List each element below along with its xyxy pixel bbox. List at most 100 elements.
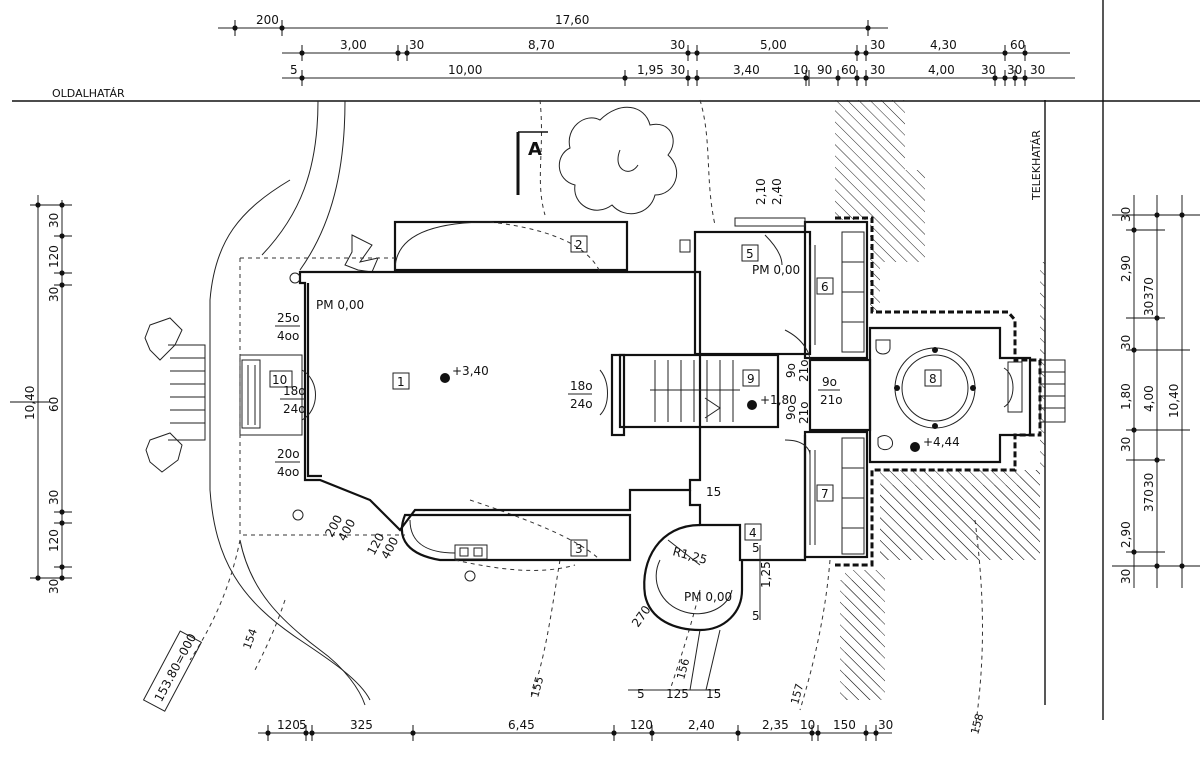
dim-top-340: 3,40 bbox=[733, 63, 760, 77]
dim-top-60: 60 bbox=[1010, 38, 1025, 52]
dim-top-30c: 30 bbox=[870, 38, 885, 52]
top-dimension-labels: 200 17,60 3,00 30 8,70 30 5,00 30 4,30 6… bbox=[256, 13, 1045, 77]
opening-c-w: 20o bbox=[277, 447, 300, 461]
dim-top-1000: 10,00 bbox=[448, 63, 482, 77]
opening-c-h: 4oo bbox=[277, 465, 299, 479]
right-dimension-chains bbox=[1112, 195, 1200, 588]
tree-icon bbox=[558, 106, 678, 215]
contour-155: 155 bbox=[528, 675, 546, 699]
plot-boundary-label: TELEKHATÁR bbox=[1030, 130, 1043, 201]
contour-156: 156 bbox=[674, 657, 692, 681]
bush-icon bbox=[344, 234, 379, 273]
left-dimension-chain bbox=[10, 195, 72, 581]
contour-154: 154 bbox=[241, 627, 260, 651]
opening-d-h: 24o bbox=[570, 397, 593, 411]
radius-label: R1,25 bbox=[671, 544, 708, 567]
bottom-dimension-labels: 120 5 325 6,45 120 2,40 2,35 10 150 30 bbox=[277, 718, 893, 732]
opening-e-h: 21o bbox=[820, 393, 843, 407]
dim-right-30c: 30 bbox=[1119, 335, 1133, 350]
dim-top-30e: 30 bbox=[870, 63, 885, 77]
side-boundary-label: OLDALHATÁR bbox=[52, 87, 125, 100]
opening-a-h: 4oo bbox=[277, 329, 299, 343]
dim-top-400: 4,00 bbox=[928, 63, 955, 77]
dim-top-430: 4,30 bbox=[930, 38, 957, 52]
dim-bot-30: 30 bbox=[878, 718, 893, 732]
toilet-icon bbox=[875, 339, 891, 355]
dim-top-1760: 17,60 bbox=[555, 13, 589, 27]
room-4-tag: 4 bbox=[749, 526, 757, 540]
dim-bot-120: 120 bbox=[277, 718, 300, 732]
plant-icon bbox=[144, 317, 183, 361]
opening-h-h: 2,40 bbox=[770, 178, 784, 205]
dim-top-30b: 30 bbox=[670, 38, 685, 52]
dim-125: 1,25 bbox=[759, 561, 773, 588]
building-walls bbox=[144, 216, 1042, 632]
bottom-dimension-chain bbox=[258, 725, 892, 741]
opening-g-h: 21o bbox=[797, 401, 811, 424]
dim-right-30e: 30 bbox=[1142, 473, 1156, 488]
pm-main: PM 0,00 bbox=[316, 298, 364, 312]
opening-g-w: 9o bbox=[784, 405, 798, 420]
contour-158: 158 bbox=[968, 712, 986, 736]
room-7-tag: 7 bbox=[821, 487, 829, 501]
room-8-tag: 8 bbox=[929, 372, 937, 386]
dim-left-1040: 10,40 bbox=[23, 386, 37, 420]
dim-top-10: 10 bbox=[793, 63, 808, 77]
left-dimension-labels: 30 120 30 10,40 60 30 120 30 bbox=[23, 213, 61, 594]
dim-top-90: 90 bbox=[817, 63, 832, 77]
dim-left-120a: 120 bbox=[47, 245, 61, 268]
dim-top-300: 3,00 bbox=[340, 38, 367, 52]
room-6-tag: 6 bbox=[821, 280, 829, 294]
level-reference-label: 153.80=000 bbox=[152, 631, 200, 704]
dim-top-30f: 30 bbox=[981, 63, 996, 77]
hatched-terrace bbox=[835, 100, 1066, 700]
dim-top-870: 8,70 bbox=[528, 38, 555, 52]
room-10-tag: 10 bbox=[272, 373, 287, 387]
level-main: +3,40 bbox=[452, 364, 489, 378]
contour-157: 157 bbox=[788, 682, 806, 706]
dim-right-400: 4,00 bbox=[1142, 385, 1156, 412]
pm-round: PM 0,00 bbox=[684, 590, 732, 604]
opening-b-w: 18o bbox=[283, 384, 306, 398]
opening-dimensions: 25o 4oo 18o 24o 20o 4oo 18o 24o 9o 21o 9… bbox=[275, 178, 843, 561]
opening-h-w: 2,10 bbox=[754, 178, 768, 205]
dim-left-30d: 30 bbox=[47, 579, 61, 594]
dim-top-30h: 30 bbox=[1030, 63, 1045, 77]
dim-right-30a: 30 bbox=[1119, 207, 1133, 222]
pm-room5: PM 0,00 bbox=[752, 263, 800, 277]
dim-right-1040: 10,40 bbox=[1167, 384, 1181, 418]
top-dimension-chains bbox=[218, 20, 1075, 86]
section-marker: A bbox=[528, 139, 542, 160]
right-dimension-labels: 30 2,90 30 30 1,80 30 30 2,90 30 370 4,0… bbox=[1119, 207, 1181, 584]
dim-b125: 125 bbox=[666, 687, 689, 701]
opening-d-w: 18o bbox=[570, 379, 593, 393]
level-stair: +1,80 bbox=[760, 393, 797, 407]
dim-left-30b: 30 bbox=[47, 287, 61, 302]
dim-top-60b: 60 bbox=[841, 63, 856, 77]
room-3-tag: 3 bbox=[575, 542, 583, 556]
dim-bot-645: 6,45 bbox=[508, 718, 535, 732]
dim-b15: 15 bbox=[706, 687, 721, 701]
dim-right-370b: 370 bbox=[1142, 489, 1156, 512]
room-tags: 1 2 3 4 5 6 7 8 9 10 bbox=[269, 235, 942, 557]
dim-15: 15 bbox=[706, 485, 721, 499]
level-room8: +4,44 bbox=[923, 435, 960, 449]
dim-bot-5: 5 bbox=[299, 718, 307, 732]
dim-left-120b: 120 bbox=[47, 529, 61, 552]
dim-bot-150: 150 bbox=[833, 718, 856, 732]
dim-right-290b: 2,90 bbox=[1119, 521, 1133, 548]
dim-right-290a: 2,90 bbox=[1119, 255, 1133, 282]
misc-dimensions: R1,25 15 5 1,25 5 270 5 125 15 bbox=[628, 485, 773, 701]
dim-5b: 5 bbox=[752, 609, 760, 623]
dim-right-30f: 30 bbox=[1119, 569, 1133, 584]
dim-left-30c: 30 bbox=[47, 490, 61, 505]
dim-bot-235: 2,35 bbox=[762, 718, 789, 732]
dim-top-30d: 30 bbox=[670, 63, 685, 77]
dim-top-500: 5,00 bbox=[760, 38, 787, 52]
room-2-tag: 2 bbox=[575, 238, 583, 252]
level-marker-icon bbox=[440, 373, 920, 452]
dim-right-370a: 370 bbox=[1142, 277, 1156, 300]
opening-b-h: 24o bbox=[283, 402, 306, 416]
dim-top-195: 1,95 bbox=[637, 63, 664, 77]
